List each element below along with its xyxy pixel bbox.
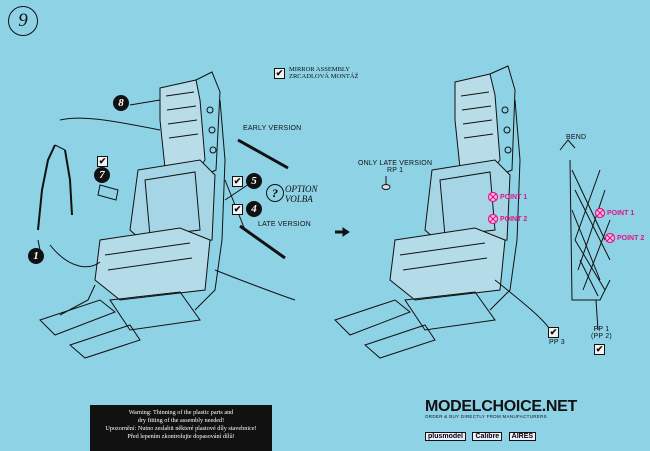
late-version-label: LATE VERSION: [258, 221, 311, 228]
part-badge-1: 1: [28, 248, 44, 264]
part5-checkbox: ✔: [232, 176, 243, 187]
part4-checkbox: ✔: [232, 204, 243, 215]
point2-right-label: POINT 2: [617, 235, 645, 242]
brand-block: MODELCHOICE.NET ORDER & BUY DIRECTLY FRO…: [425, 398, 577, 443]
rp1-text: RP 1: [386, 167, 404, 174]
option-question-icon: ?: [266, 184, 284, 202]
pp3-label: PP 3: [549, 339, 565, 346]
option-en: OPTION: [285, 184, 318, 194]
point1-left-label: POINT 1: [500, 194, 528, 201]
brand-name: MODELCHOICE.NET: [425, 398, 577, 415]
aires-logo: AIRES: [508, 432, 537, 441]
plusmodel-logo: plusmodel: [425, 432, 467, 441]
part-badge-8: 8: [113, 95, 129, 111]
only-late-version-text: ONLY LATE VERSION: [358, 160, 433, 167]
warning-box: Warning: Thinning of the plastic parts a…: [90, 405, 272, 451]
mirror-note: MIRROR ASSEMBLY ZRCADLOVÁ MONTÁŽ: [289, 66, 359, 80]
pp1-label: PP 1 (PP 2): [591, 326, 612, 340]
pp2-text: (PP 2): [591, 333, 612, 340]
mirror-note-en: MIRROR ASSEMBLY: [289, 66, 350, 73]
warning-line3: Upozornění: Nutno zeslabit některé plast…: [105, 425, 257, 432]
part7-checkbox: ✔: [97, 156, 108, 167]
mirror-checkbox: ✔: [274, 68, 285, 79]
pp1-text: PP 1: [593, 326, 610, 333]
warning-line2: dry fitting of the assembly needed!: [137, 417, 225, 424]
warning-line1: Warning: Thinning of the plastic parts a…: [128, 409, 234, 416]
step-number: 9: [8, 6, 38, 36]
part-badge-5: 5: [246, 173, 262, 189]
pp1-checkbox: ✔: [594, 344, 605, 355]
pp3-checkbox: ✔: [548, 327, 559, 338]
part-badge-4: 4: [246, 201, 262, 217]
point1-right-label: POINT 1: [607, 210, 635, 217]
mirror-note-cz: ZRCADLOVÁ MONTÁŽ: [289, 73, 359, 80]
calibre-logo: Calibre: [472, 432, 503, 441]
option-cz: VOLBA: [285, 194, 313, 204]
bend-label: BEND: [566, 134, 587, 141]
brand-tagline: ORDER & BUY DIRECTLY FROM MANUFACTURERS: [425, 414, 547, 419]
point2-left-label: POINT 2: [500, 216, 528, 223]
warning-line4: Před lepením zkontrolujte dopasování díl…: [127, 433, 235, 440]
only-late-version-label: ONLY LATE VERSION RP 1: [358, 160, 432, 174]
right-seat-drawing: [334, 65, 521, 359]
early-version-label: EARLY VERSION: [243, 125, 302, 132]
left-seat-drawing: [39, 71, 226, 359]
option-label: OPTION VOLBA: [285, 184, 318, 204]
part-badge-7: 7: [94, 167, 110, 183]
